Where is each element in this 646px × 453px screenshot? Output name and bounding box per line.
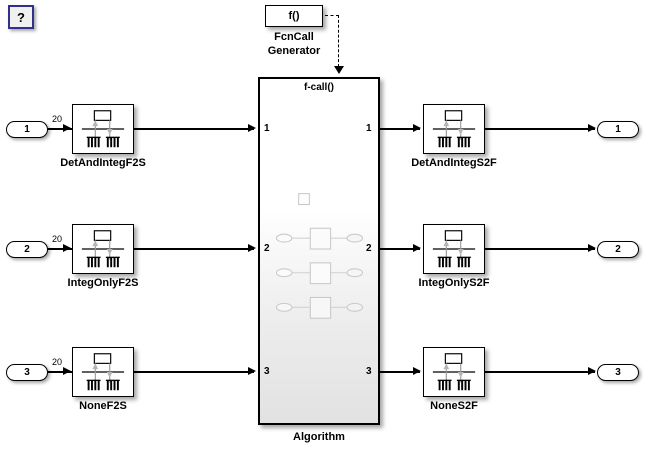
wire-arrow-algorithm-in2 <box>248 244 256 252</box>
wire-arrow-outport1-in <box>588 124 596 132</box>
fcn-call-wire-horizontal <box>325 15 339 16</box>
wire-arrow-left-block2-in <box>63 244 71 252</box>
fixed-to-float-converter-icon <box>432 230 476 268</box>
fcn-call-wire-arrow <box>334 66 344 74</box>
wire-right-block1-to-outport1 <box>485 128 595 130</box>
fcn-call-generator-name-line2: Generator <box>267 45 321 57</box>
float-to-fixed-converter-icon <box>81 353 125 391</box>
inport-label-2: 2 <box>24 244 30 255</box>
fixed-to-float-converter-icon <box>432 353 476 391</box>
fcn-call-generator-icon-label: f() <box>288 10 300 22</box>
signal-width-label-3: 20 <box>52 357 63 367</box>
inport-block-3[interactable]: 3 <box>6 364 48 381</box>
wire-right-block3-to-outport3 <box>485 371 595 373</box>
wire-inport3-to-left-block3 <box>48 371 73 373</box>
wire-arrow-right-block2-in <box>413 244 421 252</box>
inport-label-1: 1 <box>24 124 30 135</box>
wire-left-block1-to-algorithm <box>134 128 254 130</box>
fcn-call-generator-block[interactable]: f() <box>265 5 323 27</box>
algorithm-output-port-3: 3 <box>366 366 372 377</box>
block-name-NoneF2S: NoneF2S <box>79 400 127 412</box>
float-to-fixed-converter-icon <box>81 110 125 148</box>
fixed-to-float-converter-icon <box>432 110 476 148</box>
outport-label-2: 2 <box>615 244 621 255</box>
wire-inport2-to-left-block2 <box>48 248 73 250</box>
block-IntegOnlyS2F[interactable] <box>423 224 485 274</box>
help-button[interactable]: ? <box>8 5 34 29</box>
block-name-DetAndIntegS2F: DetAndIntegS2F <box>411 157 497 169</box>
wire-right-block2-to-outport2 <box>485 248 595 250</box>
wire-algorithm-to-right-block1 <box>380 128 420 130</box>
wire-algorithm-to-right-block2 <box>380 248 420 250</box>
block-IntegOnlyF2S[interactable] <box>72 224 134 274</box>
wire-arrow-outport2-in <box>588 244 596 252</box>
outport-block-2[interactable]: 2 <box>597 241 639 258</box>
wire-arrow-left-block1-in <box>63 124 71 132</box>
algorithm-input-port-3: 3 <box>264 366 270 377</box>
wire-left-block3-to-algorithm <box>134 371 254 373</box>
block-DetAndIntegF2S[interactable] <box>72 104 134 154</box>
algorithm-input-port-2: 2 <box>264 243 270 254</box>
signal-width-label-2: 20 <box>52 234 63 244</box>
wire-arrow-left-block3-in <box>63 367 71 375</box>
inport-block-2[interactable]: 2 <box>6 241 48 258</box>
algorithm-contents-preview-icon <box>275 193 364 319</box>
wire-algorithm-to-right-block3 <box>380 371 420 373</box>
inport-label-3: 3 <box>24 367 30 378</box>
wire-arrow-right-block1-in <box>413 124 421 132</box>
wire-left-block2-to-algorithm <box>134 248 254 250</box>
wire-arrow-outport3-in <box>588 367 596 375</box>
outport-block-3[interactable]: 3 <box>597 364 639 381</box>
outport-label-1: 1 <box>615 124 621 135</box>
wire-arrow-right-block3-in <box>413 367 421 375</box>
algorithm-fcall-port-label: f-call() <box>304 82 334 93</box>
wire-arrow-algorithm-in3 <box>248 367 256 375</box>
algorithm-input-port-1: 1 <box>264 123 270 134</box>
algorithm-output-port-2: 2 <box>366 243 372 254</box>
outport-label-3: 3 <box>615 367 621 378</box>
block-name-IntegOnlyS2F: IntegOnlyS2F <box>418 277 490 289</box>
fcn-call-wire-vertical <box>338 15 339 67</box>
algorithm-output-port-1: 1 <box>366 123 372 134</box>
wire-inport1-to-left-block1 <box>48 128 73 130</box>
block-name-IntegOnlyF2S: IntegOnlyF2S <box>67 277 139 289</box>
float-to-fixed-converter-icon <box>81 230 125 268</box>
block-NoneS2F[interactable] <box>423 347 485 397</box>
block-NoneF2S[interactable] <box>72 347 134 397</box>
block-name-DetAndIntegF2S: DetAndIntegF2S <box>60 157 146 169</box>
block-name-NoneS2F: NoneS2F <box>430 400 478 412</box>
algorithm-block[interactable]: f-call() <box>258 77 380 425</box>
algorithm-block-name: Algorithm <box>293 431 345 443</box>
inport-block-1[interactable]: 1 <box>6 121 48 138</box>
help-button-label: ? <box>17 9 25 25</box>
wire-arrow-algorithm-in1 <box>248 124 256 132</box>
signal-width-label-1: 20 <box>52 114 63 124</box>
fcn-call-generator-name-line1: FcnCall <box>274 31 314 43</box>
block-DetAndIntegS2F[interactable] <box>423 104 485 154</box>
outport-block-1[interactable]: 1 <box>597 121 639 138</box>
